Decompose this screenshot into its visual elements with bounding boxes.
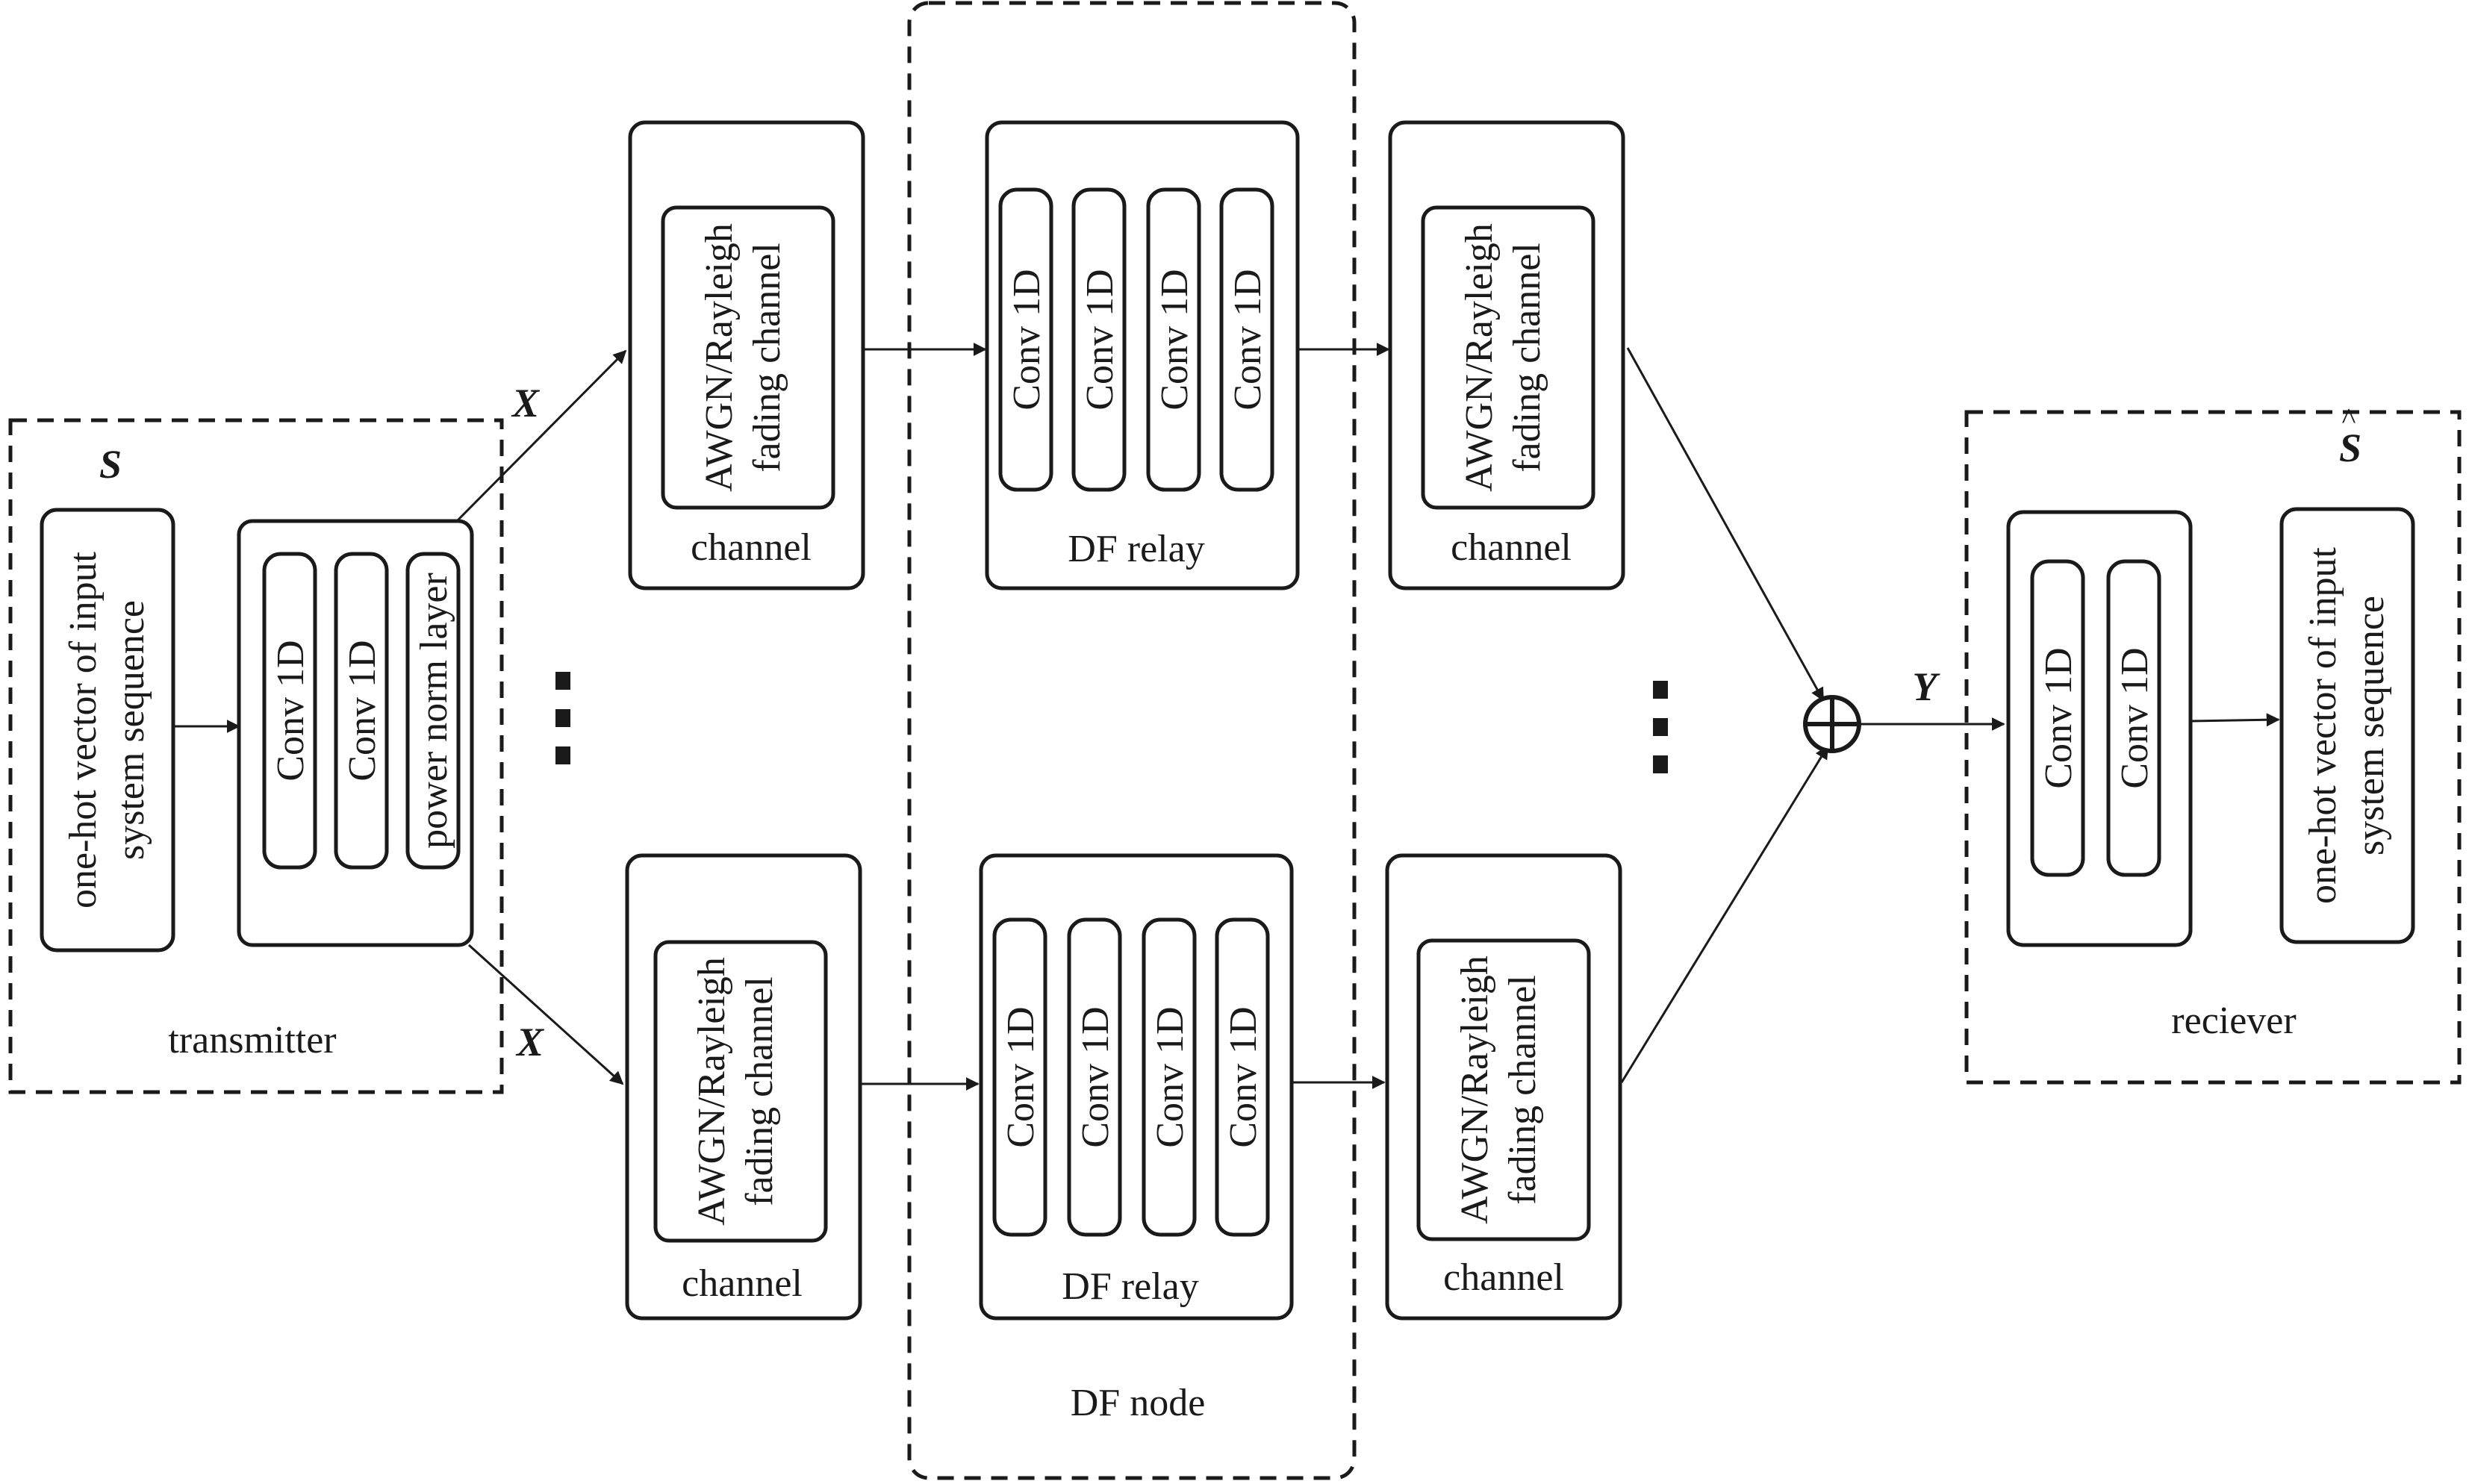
lower-relay-conv-4 [1215,917,1270,1237]
df-node-group [907,1,1357,1480]
tx-conv-layer-1 [262,552,317,870]
encoder-to-lower-channel-arrow [467,944,624,1085]
tx-conv-layer-2 [334,552,389,870]
upper-relay-conv-label-4: Conv 1D [1227,269,1269,410]
lower-relay-conv-label-1: Conv 1D [1000,1006,1042,1147]
upper-relay-conv-2 [1071,187,1127,492]
ellipsis-left [555,672,570,764]
tx-conv-label-2: Conv 1D [341,640,384,781]
sum-icon [1803,695,1861,753]
lower-relay-conv-2 [1067,917,1122,1237]
upper-relay-conv-1 [998,187,1053,492]
ellipsis-right [1653,681,1668,773]
lower-relay-conv-label-3: Conv 1D [1149,1006,1192,1147]
upper-channel-1-inner [661,205,835,510]
x-label-upper: X [511,381,541,425]
input-vector-box [40,508,175,953]
input-vector-label-2: system sequence [110,600,152,860]
tx-power-norm-label: power norm layer [413,573,455,849]
lower-channel-to-sum-arrow [1620,745,1829,1083]
rx-conv-layer-1 [2030,559,2085,877]
lower-df-relay-caption: DF relay [1062,1265,1198,1308]
upper-df-relay-caption: DF relay [1068,528,1204,570]
upper-channel-1-label-2: fading channel [746,243,788,473]
lower-channel-1-inner [653,940,828,1243]
decoder-to-output-arrow [2190,713,2280,727]
lower-relay-conv-3 [1142,917,1197,1237]
upper-channel-2-inner [1421,205,1595,510]
lower-channel-2-inner [1416,938,1591,1241]
upper-relay-conv-label-3: Conv 1D [1153,269,1196,410]
output-vector-label-2: system sequence [2350,596,2392,855]
lower-relay-conv-label-4: Conv 1D [1222,1006,1265,1147]
upper-channel-2-label-2: fading channel [1506,243,1548,473]
upper-relay-conv-label-1: Conv 1D [1006,269,1048,410]
x-label-lower: X [515,1020,545,1064]
transmitter-group [8,418,504,1094]
upper-channel-2-label-1: AWGN/Rayleigh [1458,223,1501,492]
upper-relay-conv-3 [1146,187,1201,492]
df-node-label: DF node [1071,1382,1206,1424]
output-vector-label-1: one-hot vector of input [2302,546,2344,904]
output-symbol-s-hat: S ^ [2339,402,2361,470]
lower-channel-1-label-1: AWGN/Rayleigh [691,957,733,1226]
output-vector-box [2279,507,2415,944]
lower-channel-2-caption: channel [1443,1256,1564,1299]
lower-df-relay [979,853,1294,1321]
upper-relay-conv-label-2: Conv 1D [1079,269,1121,410]
receiver-group [1964,410,2462,1085]
rx-conv-layer-2 [2106,559,2161,877]
lower-relay-conv-label-2: Conv 1D [1074,1006,1117,1147]
y-label: Y [1913,664,1941,709]
transmitter-label: transmitter [168,1019,336,1061]
svg-text:^: ^ [2342,402,2356,435]
upper-relay-conv-4 [1219,187,1274,492]
encoder-to-upper-channel-arrow [455,349,627,523]
upper-channel-1-caption: channel [691,526,812,569]
svg-text:S: S [2339,425,2361,470]
lower-channel-1-caption: channel [682,1262,803,1305]
upper-channel-to-sum-arrow [1626,347,1825,702]
lower-channel-2-label-1: AWGN/Rayleigh [1454,955,1496,1224]
tx-power-norm-layer [405,552,461,870]
lower-channel-2-label-2: fading channel [1501,975,1544,1205]
lower-relay-conv-1 [992,917,1047,1237]
tx-conv-label-1: Conv 1D [270,640,312,781]
input-symbol-s: S [99,442,122,487]
lower-channel-1-label-2: fading channel [738,976,781,1206]
rx-conv-label-1: Conv 1D [2037,647,2080,788]
receiver-label: reciever [2171,1000,2296,1042]
input-vector-label-1: one-hot vector of input [62,551,105,908]
upper-channel-2-caption: channel [1451,526,1572,569]
rx-conv-label-2: Conv 1D [2114,647,2156,788]
upper-channel-1-label-1: AWGN/Rayleigh [698,223,741,492]
